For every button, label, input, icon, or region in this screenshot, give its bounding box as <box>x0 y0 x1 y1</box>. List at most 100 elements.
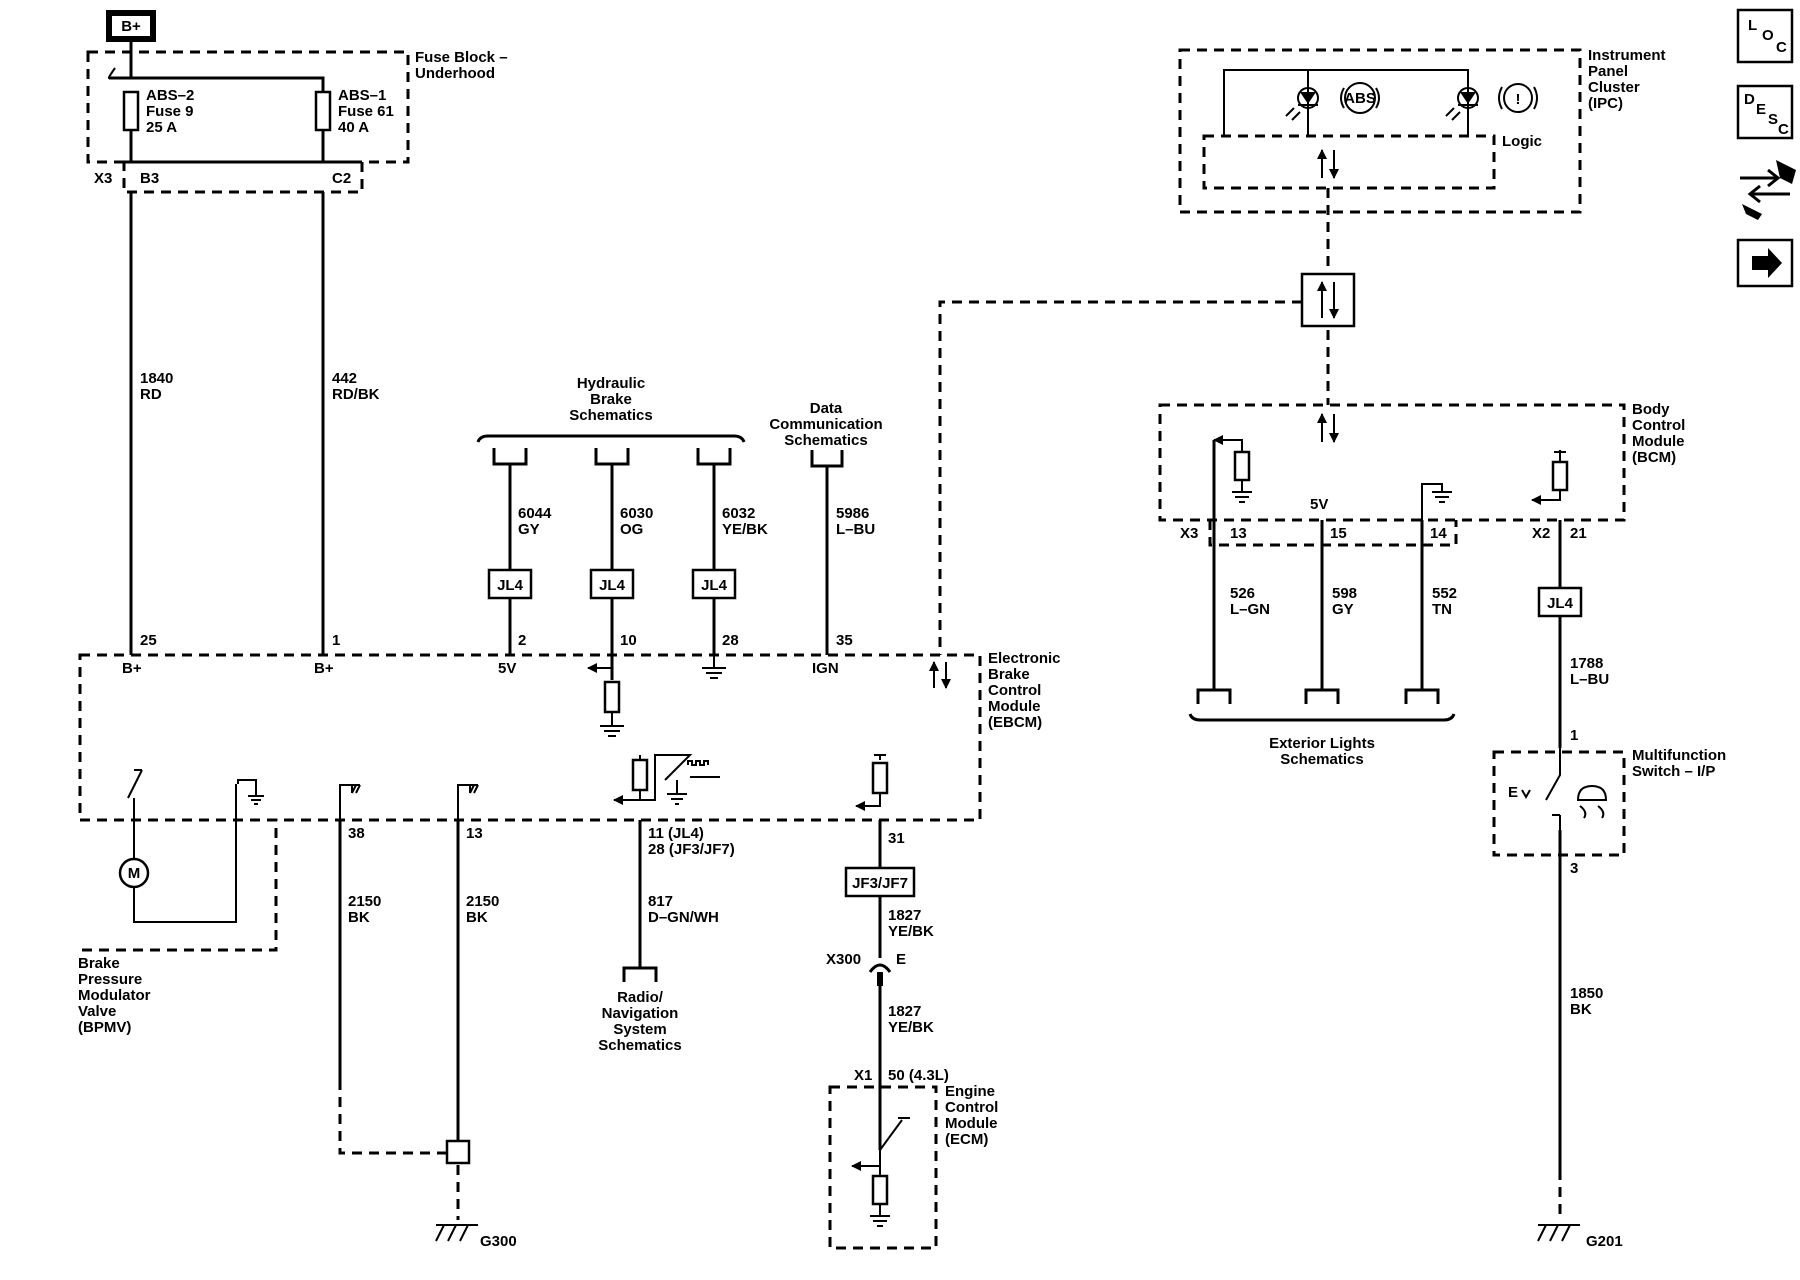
wire-6030-color: OG <box>620 521 643 538</box>
wire-598-color: GY <box>1332 601 1354 618</box>
splice-g300 <box>445 1139 471 1165</box>
radio-ref-line2: Navigation <box>602 1005 679 1022</box>
ipc-title-3: Cluster <box>1588 79 1640 96</box>
ecm-pin: 50 (4.3L) <box>888 1067 949 1084</box>
serial-data-gateway <box>1300 272 1356 328</box>
traction-control-icon <box>1576 784 1608 819</box>
description-button[interactable]: D E S C <box>1736 84 1794 140</box>
splice-jf3-jf7 <box>844 866 916 898</box>
wire-526-color: L–GN <box>1230 601 1270 618</box>
ebcm-title-5: (EBCM) <box>988 714 1042 731</box>
wire-1840-color: RD <box>140 386 162 403</box>
ebcm-pin-13: 13 <box>466 825 483 842</box>
fuse-block-title: Fuse Block – <box>415 49 508 66</box>
wire-1850-color: BK <box>1570 1001 1592 1018</box>
ecm-title-2: Control <box>945 1099 998 1116</box>
wire-552-color: TN <box>1432 601 1452 618</box>
bcm-title-2: Control <box>1632 417 1685 434</box>
bpmv-title-4: Valve <box>78 1003 116 1020</box>
wire-552-number: 552 <box>1432 585 1457 602</box>
bpmv-title-2: Pressure <box>78 971 142 988</box>
pin-b3: B3 <box>140 170 159 187</box>
mfs-pin-1: 1 <box>1570 727 1578 744</box>
radio-ref-line3: System <box>613 1021 666 1038</box>
abs-indicator-lamp: ABS <box>1285 82 1380 121</box>
location-button[interactable]: L O C <box>1736 8 1794 64</box>
diagnostic-tools-button[interactable] <box>1740 160 1796 220</box>
wire-442-color: RD/BK <box>332 386 380 403</box>
bcm-pin-14: 14 <box>1430 525 1447 542</box>
wire-1840-number: 1840 <box>140 370 173 387</box>
wire-2150b-color: BK <box>466 909 488 926</box>
wire-5986-number: 5986 <box>836 505 869 522</box>
ebcm-module: Electronic Brake Control Module (EBCM) 2… <box>78 632 1061 822</box>
mfs-pin-3: 3 <box>1570 860 1578 877</box>
splice-jl4-bcm-label: JL4 <box>1547 595 1574 612</box>
hydraulic-ref-line3: Schematics <box>569 407 652 424</box>
wire-6030-number: 6030 <box>620 505 653 522</box>
fuse-block-underhood: Fuse Block – Underhood ABS–2 Fuse 9 25 A… <box>86 42 508 194</box>
wire-2150a-number: 2150 <box>348 893 381 910</box>
ebcm-pin-28: 28 <box>722 632 739 649</box>
ipc-title-2: Panel <box>1588 63 1628 80</box>
bcm-pin-13: 13 <box>1230 525 1247 542</box>
wire-1827a-color: YE/BK <box>888 923 934 940</box>
mfs-title-2: Switch – I/P <box>1632 763 1715 780</box>
datacomm-ref-line2: Communication <box>769 416 882 433</box>
ebcm-pin-10: 10 <box>620 632 637 649</box>
fuse-abs2-number: Fuse 9 <box>146 103 194 120</box>
ebcm-label-bplus-1: B+ <box>122 660 142 677</box>
wire-817-color: D–GN/WH <box>648 909 719 926</box>
fuse-abs2-rating: 25 A <box>146 119 177 136</box>
bplus-label: B+ <box>121 18 141 35</box>
motor-label: M <box>128 865 141 882</box>
wire-2150b-number: 2150 <box>466 893 499 910</box>
extlights-ref-line2: Schematics <box>1280 751 1363 768</box>
wire-6032-color: YE/BK <box>722 521 768 538</box>
fuse-block-connector: X3 <box>94 170 112 187</box>
ebcm-title-3: Control <box>988 682 1041 699</box>
bpmv-title-1: Brake <box>78 955 120 972</box>
wire-6032-number: 6032 <box>722 505 755 522</box>
radio-ref-line4: Schematics <box>598 1037 681 1054</box>
next-page-button[interactable] <box>1736 238 1794 288</box>
loc-letter-o: O <box>1762 27 1774 44</box>
bpmv-title-5: (BPMV) <box>78 1019 131 1036</box>
ipc-title-4: (IPC) <box>1588 95 1623 112</box>
datacomm-ref-line1: Data <box>810 400 843 417</box>
splice-jl4-bcm <box>1537 586 1583 618</box>
loc-letter-l: L <box>1748 17 1757 34</box>
desc-letter-e: E <box>1756 101 1766 118</box>
ebcm-pin-1: 1 <box>332 632 340 649</box>
bcm-title-1: Body <box>1632 401 1670 418</box>
hydraulic-ref-line1: Hydraulic <box>577 375 645 392</box>
ebcm-pin-38: 38 <box>348 825 365 842</box>
wire-1850-number: 1850 <box>1570 985 1603 1002</box>
wire-1788-number: 1788 <box>1570 655 1603 672</box>
splice-jl4-b: JL4 <box>599 577 626 594</box>
ebcm-pin-2: 2 <box>518 632 526 649</box>
wire-442-number: 442 <box>332 370 357 387</box>
ebcm-pin-11: 11 (JL4) <box>648 825 704 842</box>
arrow-right-icon <box>1752 248 1782 278</box>
wire-1827b-color: YE/BK <box>888 1019 934 1036</box>
ebcm-title-2: Brake <box>988 666 1030 683</box>
hydraulic-brake-reference: Hydraulic Brake Schematics JL4 JL4 JL4 6… <box>476 375 768 680</box>
radio-ref-line1: Radio/ <box>617 989 664 1006</box>
wire-6044-number: 6044 <box>518 505 552 522</box>
ebcm-title-1: Electronic <box>988 650 1061 667</box>
ebcm-pin-25: 25 <box>140 632 157 649</box>
ground-g201: G201 <box>1537 1224 1623 1250</box>
wire-1827b-number: 1827 <box>888 1003 921 1020</box>
fuse-abs1 <box>314 90 332 132</box>
ebcm-pin-35: 35 <box>836 632 853 649</box>
ipc-title-1: Instrument <box>1588 47 1666 64</box>
ecm-connector: X1 <box>854 1067 872 1084</box>
ebcm-label-5v: 5V <box>498 660 516 677</box>
ipc-module: Instrument Panel Cluster (IPC) Logic ABS… <box>1178 47 1666 214</box>
loc-letter-c: C <box>1776 39 1787 56</box>
ebcm-label-ign: IGN <box>812 660 839 677</box>
radio-navigation-reference: Radio/ Navigation System Schematics <box>598 989 681 1054</box>
desc-letter-c: C <box>1778 121 1789 138</box>
